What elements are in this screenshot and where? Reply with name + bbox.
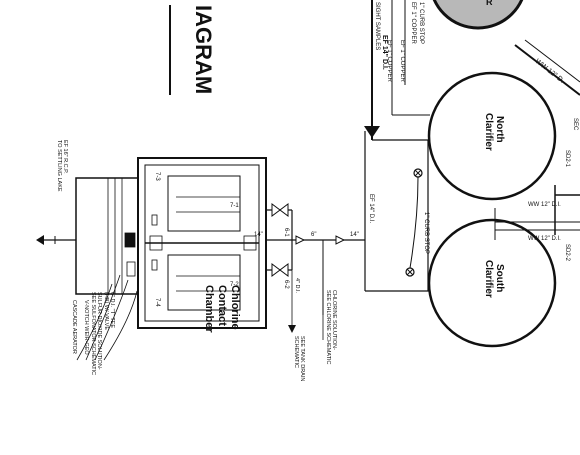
sulfonator-icon [124, 232, 136, 248]
edge-label: SEC [572, 118, 578, 131]
tank-drain-label: SEE TANK DRAIN [299, 336, 305, 381]
valve-6-1 [271, 203, 281, 217]
sulfur-label-2: SEE SULFONATOR SCHEMATIC [90, 292, 96, 375]
flow-arrow [364, 126, 380, 138]
samples-label: SIGHT SAMPLES [374, 2, 380, 50]
sd-label-1: SD2-1 [564, 150, 570, 168]
copper-label-3: EF 1" COPPER [410, 2, 416, 44]
pipe-14b-label: 14" [350, 232, 359, 238]
chlorine-solution-label: CHLORINE SOLUTION- [331, 290, 337, 350]
cell-7-1 [167, 175, 241, 232]
copper-label-2: EF 1" COPPER [386, 40, 392, 82]
tee-label-1: 6" D.I. "T" TEE [109, 292, 115, 328]
chamber-title-3: Chamber [203, 285, 215, 333]
cascade-label: CASCADE AERATOR [71, 300, 77, 354]
valve-6-2-label: 6-2 [283, 280, 289, 289]
lake-label-1: EF 16" R.C.P. [62, 140, 68, 174]
tank-drain-label-2: SCHEMATIC [293, 336, 299, 368]
tee-label-2: (HB) W/ VALVE [103, 292, 109, 330]
north-clarifier-label-2: Clarifier [483, 113, 494, 151]
chamber-title-1: Chlorine [229, 285, 241, 330]
pipe-6-label: 6" [311, 232, 316, 238]
check-valve-1 [295, 235, 306, 245]
chamber-title-2: Contact [216, 285, 228, 326]
inlet-box [243, 235, 257, 251]
cell-7-2 [167, 254, 241, 311]
upper-tank-label: R [486, 0, 493, 7]
cell-7-4-label: 7-4 [154, 298, 160, 307]
vnotch-label: V-NOTCH WEIR-GEO [83, 300, 89, 355]
do-4-label: 4" D.I. [294, 278, 300, 294]
cell-7-2-label: 7-2 [230, 282, 239, 288]
ww-pipe-label-2: WW 12" D.I. [528, 236, 561, 242]
ww-diagonal-label: WW 12" D. [534, 58, 565, 85]
ef-14-label-mid: EF 14" D.I. [368, 194, 374, 223]
drain-arrow [288, 325, 296, 333]
ww-diagonal-pipe [514, 44, 580, 96]
curb-stop-label-top: 1" CURB STOP [418, 2, 424, 44]
valve-6-1-label: 6-1 [283, 228, 289, 237]
curb-stop-label-mid: 1" CURB STOP [423, 212, 429, 254]
outlet-arrow [36, 235, 44, 245]
sulfur-label-1: SULFUR DIOXIDE SOLUTION- [96, 292, 102, 370]
outlet-box [149, 235, 163, 251]
copper-label-1: EF 1" COPPER [399, 40, 405, 82]
diagram-title: IAGRAM [191, 5, 216, 94]
south-clarifier-label-1: South [494, 264, 505, 292]
pipe-14-label: 14" [254, 232, 263, 238]
chlorine-schematic-label: SEE CHLORINE SCHEMATIC [325, 290, 331, 364]
south-clarifier [427, 218, 557, 348]
cell-7-1-label: 7-1 [230, 203, 239, 209]
south-clarifier-label-2: Clarifier [483, 260, 494, 298]
valve-6-2 [271, 263, 281, 277]
lake-label-2: TO SETTLING LAKE [56, 140, 62, 192]
north-clarifier [427, 71, 557, 201]
north-clarifier-label-1: North [494, 116, 505, 143]
ww-pipe-label-1: WW 12" D.I. [528, 202, 561, 208]
upper-tank [432, 0, 524, 30]
cascade-aerator [75, 177, 139, 295]
ef-14-label-top: EF 14" D.I. [381, 35, 388, 70]
sd-label-2: SD2-2 [564, 244, 570, 262]
check-valve-2 [335, 235, 346, 245]
cell-7-3-label: 7-3 [154, 172, 160, 181]
